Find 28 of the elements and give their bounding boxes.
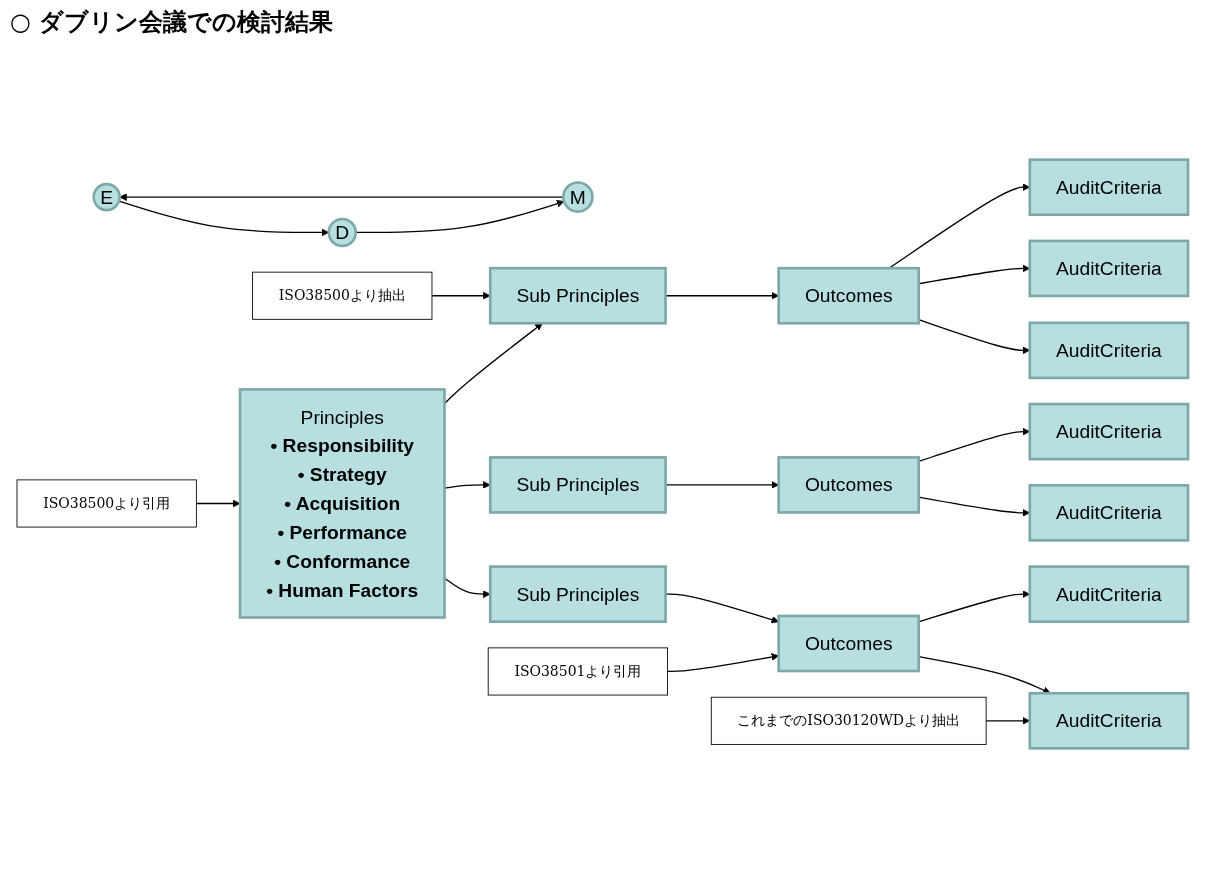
node-box: AuditCriteria (1028, 402, 1190, 461)
node-box: ISO38501より引用 (487, 647, 668, 696)
node-box: AuditCriteria (1028, 158, 1190, 216)
node-circle: D (327, 217, 358, 248)
arrow (355, 199, 565, 234)
arrow (666, 653, 779, 673)
node-box: これまでのISO30120WDより抽出 (710, 696, 987, 745)
node-box: AuditCriteria (1028, 565, 1190, 623)
node-box: AuditCriteria (1028, 321, 1190, 380)
node-box: Outcomes (777, 456, 920, 514)
node-box: ISO38500より抽出 (252, 271, 433, 320)
arrow (119, 193, 564, 201)
node-circle: E (92, 182, 121, 212)
diagram-title: ○ ダブリン会議での検討結果 (10, 7, 335, 38)
node-circle: M (562, 181, 594, 213)
node-box: AuditCriteria (1028, 692, 1190, 750)
node-box: ISO38500より引用 (16, 479, 197, 528)
node-box: Outcomes (777, 266, 920, 325)
arrow (918, 656, 1051, 694)
node-box: AuditCriteria (1028, 484, 1190, 542)
node-box: Sub Principles (488, 565, 667, 623)
node-box: AuditCriteria (1028, 239, 1190, 298)
node-box: Outcomes (777, 614, 920, 673)
arrow (195, 499, 241, 508)
node-box: Sub Principles (488, 266, 667, 325)
node-box: Principles • Responsibility • Strategy • Acquisition • Performance • Conformance • Human Factors (238, 388, 446, 619)
node-box: Sub Principles (488, 456, 667, 514)
arrow (431, 291, 491, 300)
